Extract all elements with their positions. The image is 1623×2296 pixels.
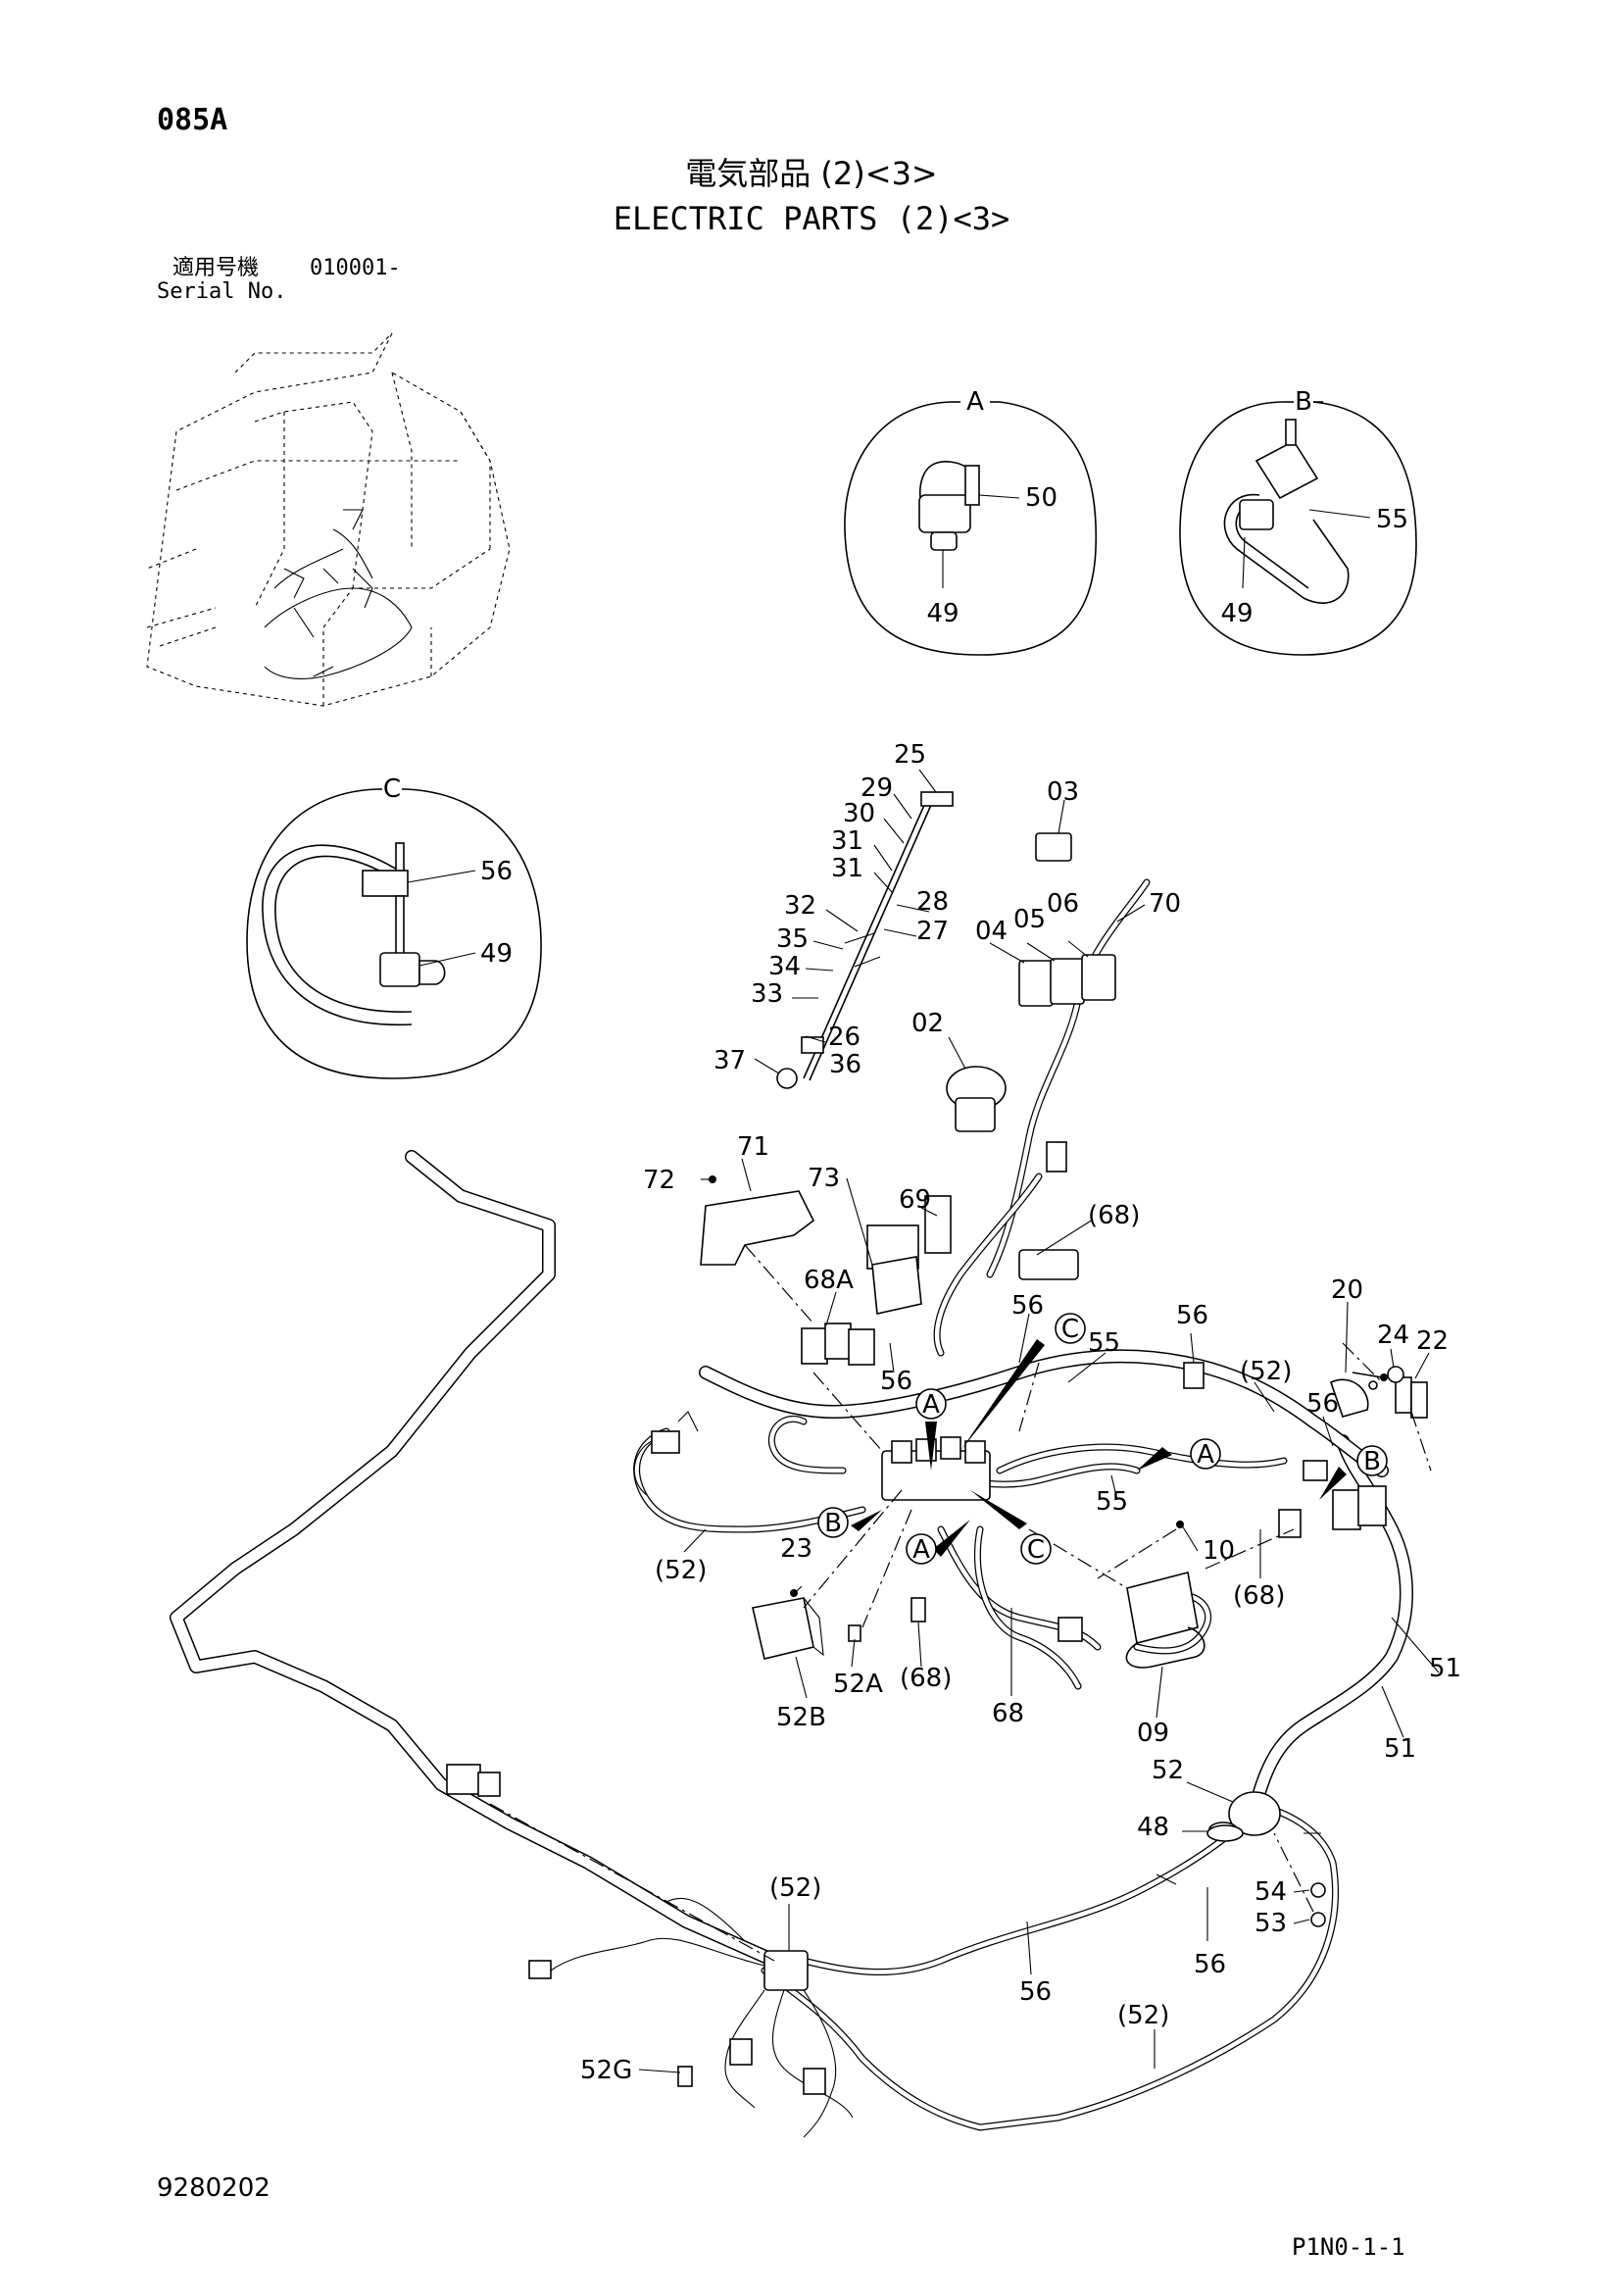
callout-06: 06 xyxy=(1047,889,1079,919)
view-marker-a2: A xyxy=(1197,1440,1214,1470)
detail-a-label-2: 49 xyxy=(926,599,959,628)
callout-10: 10 xyxy=(1203,1536,1235,1566)
callout-37: 37 xyxy=(713,1046,746,1075)
detail-a-label-1: 50 xyxy=(1025,483,1057,513)
callout-23: 23 xyxy=(780,1534,812,1564)
title-en: ELECTRIC PARTS (2)<3> xyxy=(614,200,1010,237)
serial-value: 010001- xyxy=(310,256,401,280)
callout-56b: 56 xyxy=(1011,1291,1044,1321)
serial-label-en: Serial No. xyxy=(157,279,286,304)
callout-25: 25 xyxy=(894,740,926,770)
page-code: 085A xyxy=(157,103,227,137)
callout-68-top: (68) xyxy=(1088,1201,1140,1230)
callout-68b: (68) xyxy=(1233,1581,1285,1611)
callout-51b: 51 xyxy=(1384,1734,1416,1764)
callout-56c: 56 xyxy=(1176,1301,1208,1330)
callout-36: 36 xyxy=(829,1050,861,1079)
title-jp: 電気部品 (2)<3> xyxy=(685,155,938,192)
detail-b-label-1: 55 xyxy=(1376,505,1408,534)
callout-55b: 55 xyxy=(1096,1487,1128,1517)
callout-04: 04 xyxy=(975,917,1008,946)
callout-33: 33 xyxy=(751,979,783,1009)
callout-20: 20 xyxy=(1331,1275,1363,1305)
main-assembly xyxy=(170,769,1440,2138)
callout-30: 30 xyxy=(843,799,875,828)
detail-b: B 55 49 xyxy=(1179,387,1417,656)
detail-c-label-2: 49 xyxy=(480,939,513,969)
callout-29: 29 xyxy=(861,774,893,803)
page-reference: P1N0-1-1 xyxy=(1292,2233,1405,2261)
serial-label-jp: 適用号機 xyxy=(172,256,259,280)
view-marker-b2: B xyxy=(1363,1447,1381,1476)
callout-22: 22 xyxy=(1416,1326,1449,1356)
view-marker-c2: C xyxy=(1027,1535,1045,1565)
callout-35: 35 xyxy=(776,924,809,954)
cab-overview-illustration xyxy=(146,332,511,707)
callout-54: 54 xyxy=(1254,1877,1287,1907)
callout-68: 68 xyxy=(992,1699,1024,1728)
callout-03: 03 xyxy=(1047,777,1079,807)
detail-c-label-1: 56 xyxy=(480,857,513,886)
callout-72: 72 xyxy=(643,1166,675,1195)
callout-73: 73 xyxy=(808,1164,840,1193)
callout-69: 69 xyxy=(899,1185,931,1215)
callout-56d: 56 xyxy=(1306,1389,1339,1419)
view-marker-a3: A xyxy=(912,1535,930,1565)
callout-24: 24 xyxy=(1377,1321,1409,1350)
callout-68c: (68) xyxy=(900,1664,952,1693)
detail-c: C 56 49 xyxy=(246,774,542,1079)
callout-27: 27 xyxy=(916,917,949,946)
callout-68A: 68A xyxy=(804,1266,854,1295)
callout-48: 48 xyxy=(1137,1813,1169,1842)
callout-55a: 55 xyxy=(1088,1328,1120,1358)
callout-52B: 52B xyxy=(776,1703,826,1732)
detail-b-letter: B xyxy=(1295,387,1312,417)
callout-26: 26 xyxy=(828,1023,861,1052)
callout-70: 70 xyxy=(1149,889,1181,919)
drawing-number: 9280202 xyxy=(157,2173,270,2203)
callout-52c: (52) xyxy=(769,1873,821,1903)
view-marker-c1: C xyxy=(1061,1315,1079,1344)
callout-09: 09 xyxy=(1137,1719,1169,1748)
callout-52d: (52) xyxy=(1117,2001,1169,2030)
callout-31a: 31 xyxy=(831,826,863,856)
detail-c-letter: C xyxy=(383,774,401,804)
callout-52: 52 xyxy=(1152,1756,1184,1785)
callout-labels: 25 29 30 31 31 28 32 27 35 34 33 26 37 3… xyxy=(580,740,1461,2085)
callout-31b: 31 xyxy=(831,854,863,883)
callout-05: 05 xyxy=(1013,905,1046,934)
callout-52b: (52) xyxy=(655,1556,707,1585)
callout-28: 28 xyxy=(916,887,949,917)
callout-71: 71 xyxy=(737,1132,769,1162)
view-marker-b1: B xyxy=(824,1509,842,1538)
detail-a: A 50 49 xyxy=(844,387,1098,656)
detail-a-letter: A xyxy=(966,387,984,417)
callout-52a: (52) xyxy=(1240,1357,1292,1386)
callout-34: 34 xyxy=(768,952,801,981)
callout-52A: 52A xyxy=(833,1670,883,1699)
callout-53: 53 xyxy=(1254,1909,1287,1938)
view-markers: C A B A C A B xyxy=(817,1313,1388,1565)
callout-32: 32 xyxy=(784,891,816,921)
callout-56a: 56 xyxy=(880,1367,912,1396)
callout-51a: 51 xyxy=(1429,1654,1461,1683)
callout-52G: 52G xyxy=(580,2056,632,2085)
callout-56e: 56 xyxy=(1194,1950,1226,1979)
callout-56f: 56 xyxy=(1019,1977,1052,2007)
view-marker-a1: A xyxy=(922,1390,940,1420)
callout-02: 02 xyxy=(911,1009,944,1038)
detail-b-label-2: 49 xyxy=(1220,599,1253,628)
